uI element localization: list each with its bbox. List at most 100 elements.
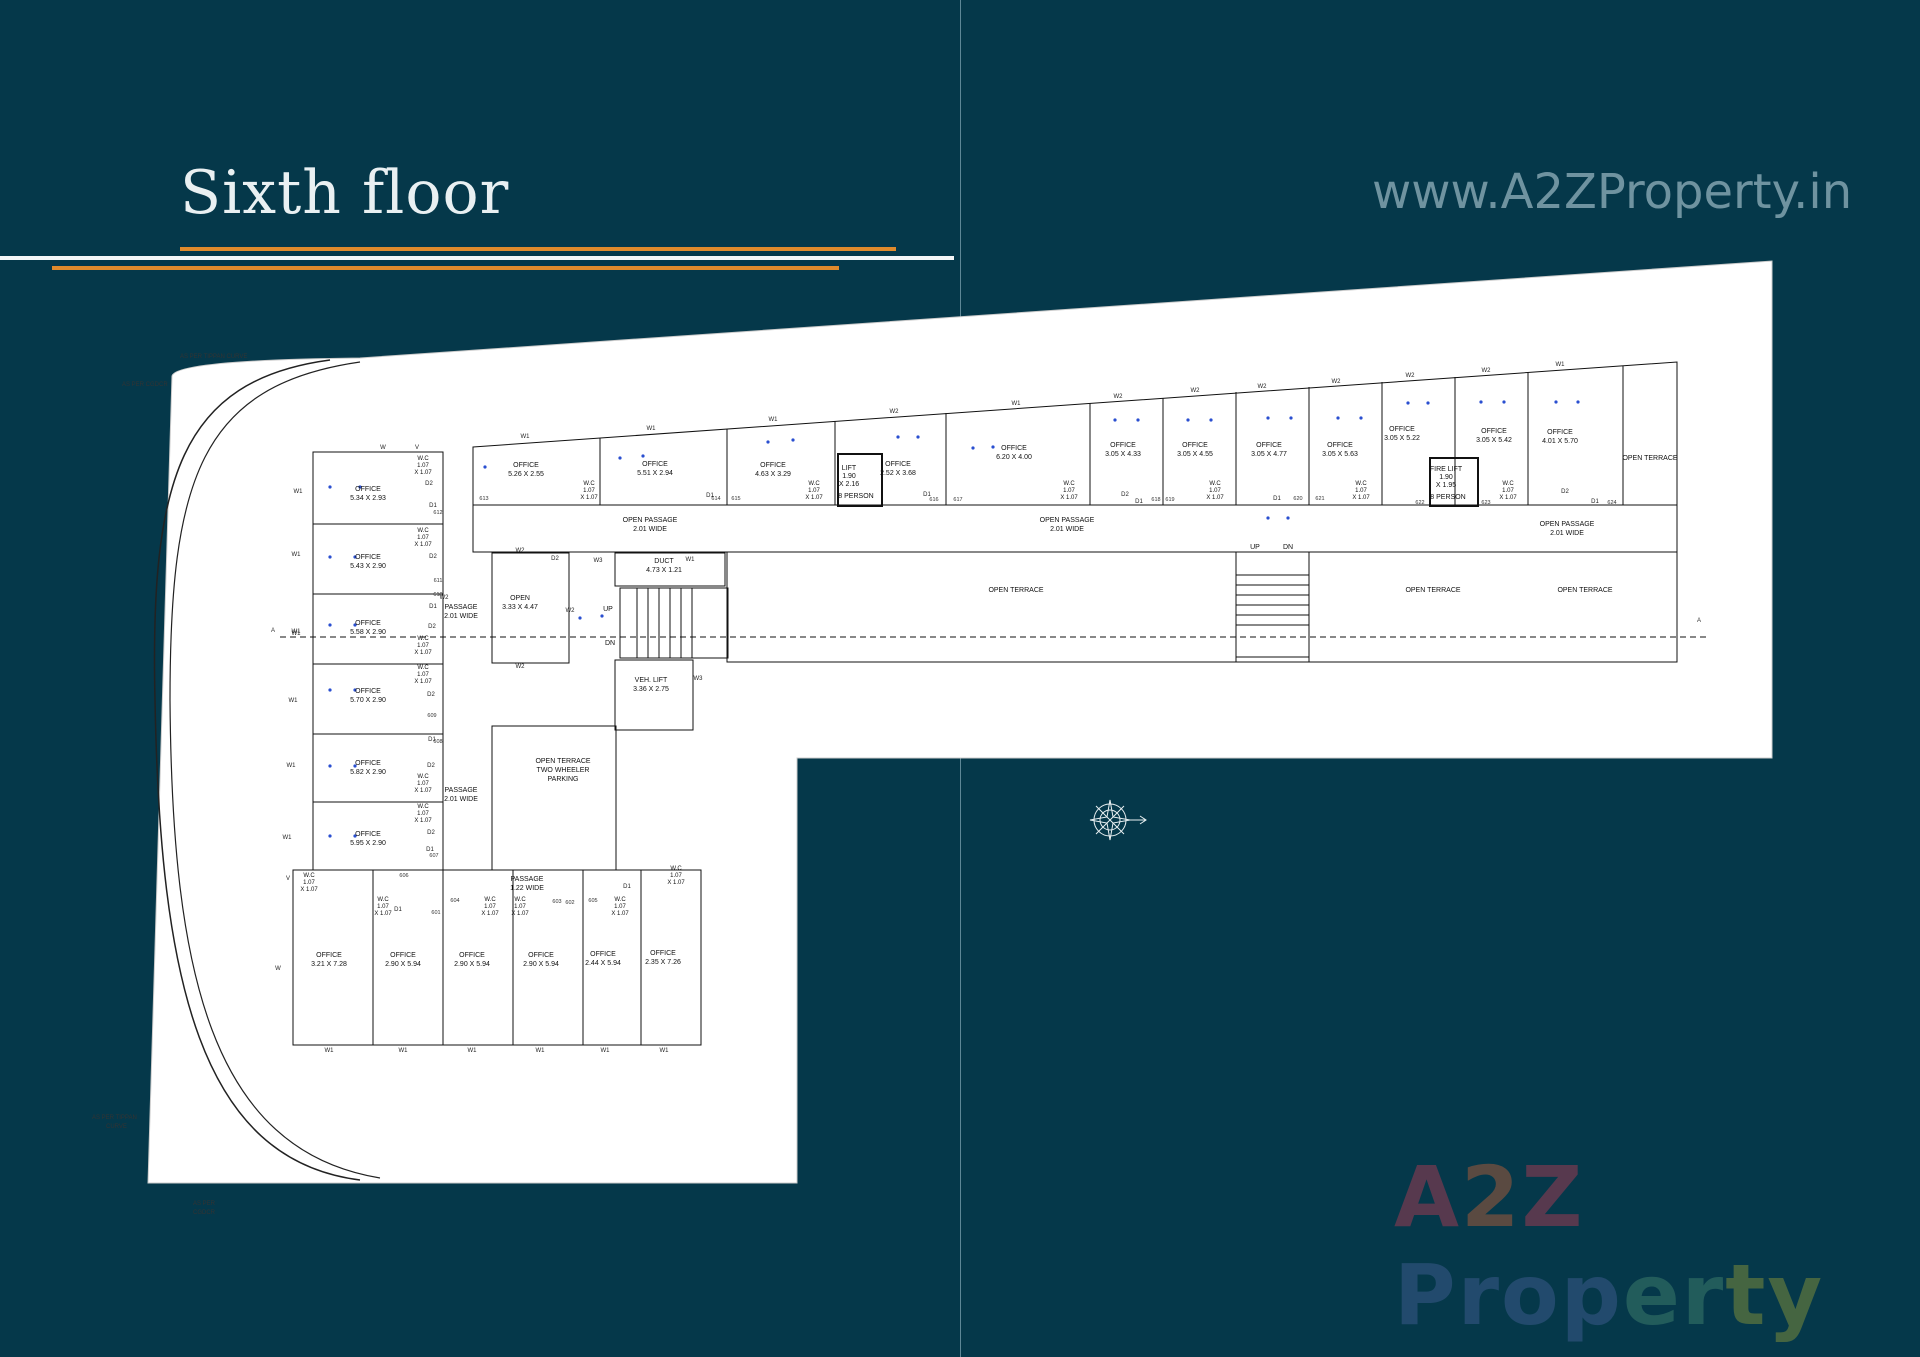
wc-8-label: W.C — [377, 897, 389, 903]
unit-615: 615 — [731, 496, 740, 502]
window-tag-w2-2: W2 — [1114, 394, 1124, 400]
north-office-6-dim: 3.05 X 4.33 — [1105, 451, 1141, 458]
passage-2-dim: 2.01 WIDE — [444, 796, 478, 803]
wc-10-dim-2: X 1.07 — [511, 911, 529, 917]
vehicle-lift-box — [614, 659, 694, 731]
west-office-6-dim: 5.95 X 2.90 — [350, 840, 386, 847]
brand-word-er: er — [1622, 1246, 1726, 1344]
west-office-4-dim: 5.70 X 2.90 — [350, 697, 386, 704]
north-office-12-name: OFFICE — [1547, 429, 1573, 436]
wc-18-label: W.C — [1502, 481, 1514, 487]
title-underline-orange-lower — [52, 266, 839, 270]
wc-9-dim-1: 1.07 — [484, 904, 496, 910]
note-tippan-curve-bottom-2: CURVE — [106, 1124, 127, 1130]
lift-box — [837, 453, 883, 507]
window-tag-w3-1: W3 — [594, 558, 604, 564]
open-terrace-2: OPEN TERRACE — [1405, 587, 1460, 594]
north-office-4-name: OFFICE — [885, 461, 911, 468]
tippan-curve-inner — [169, 361, 381, 1179]
stair-up-label: UP — [603, 606, 613, 613]
door-tag-d2-6: D2 — [427, 830, 435, 836]
wc-13-label: W.C — [583, 481, 595, 487]
open-terrace-4: OPEN TERRACE — [1622, 455, 1677, 462]
unit-624: 624 — [1607, 500, 1616, 506]
window-tag-w1-13: W1 — [521, 434, 531, 440]
note-tippan-curve-top: AS PER TIPPAN CURVE — [180, 354, 247, 360]
window-tag-w3-2: W3 — [694, 676, 704, 682]
tippan-curve-outer — [153, 359, 361, 1181]
wc-10-label: W.C — [514, 897, 526, 903]
wc-17-dim-2: X 1.07 — [1352, 495, 1370, 501]
wc-13-dim-2: X 1.07 — [580, 495, 598, 501]
passage-3-dim: 1.22 WIDE — [510, 885, 544, 892]
passage-1-name: PASSAGE — [445, 604, 478, 611]
south-office-4-dim: 2.90 X 5.94 — [523, 961, 559, 968]
brand-watermark-logo: A2Z Property — [1394, 1148, 1920, 1344]
note-cgdcr-top: AS PER CGDCR — [122, 382, 168, 388]
north-office-5-dim: 6.20 X 4.00 — [996, 454, 1032, 461]
unit-604: 604 — [450, 898, 459, 904]
wc-1-label: W.C — [417, 456, 429, 462]
south-office-6-name: OFFICE — [650, 950, 676, 957]
door-tag-d2-8: D2 — [1121, 492, 1129, 498]
wc-14-dim-2: X 1.07 — [805, 495, 823, 501]
door-tag-d1-6: D1 — [623, 884, 631, 890]
wc-5-dim-2: X 1.07 — [414, 788, 432, 794]
wc-9-label: W.C — [484, 897, 496, 903]
unit-608: 608 — [433, 739, 442, 745]
west-office-2-name: OFFICE — [355, 554, 381, 561]
window-tag-w1-15: W1 — [769, 417, 779, 423]
west-office-3-name: OFFICE — [355, 620, 381, 627]
open-passage-3-name: OPEN PASSAGE — [1540, 521, 1595, 528]
window-tag-w1-19: W1 — [292, 629, 302, 635]
window-tag-w1-6: W1 — [283, 835, 293, 841]
wc-13-dim-1: 1.07 — [583, 488, 595, 494]
wc-5-dim-1: 1.07 — [417, 781, 429, 787]
north-office-9-dim: 3.05 X 5.63 — [1322, 451, 1358, 458]
north-office-1-dim: 5.26 X 2.55 — [508, 471, 544, 478]
window-tag-w2-7: W2 — [1482, 368, 1492, 374]
page-title: Sixth floor — [180, 158, 510, 228]
stair2-down-label: DN — [1283, 544, 1293, 551]
veh-lift-dim: 3.36 X 2.75 — [633, 686, 669, 693]
lift-dim-1: 1.90 — [842, 473, 856, 480]
terrace-parking-line-3: PARKING — [548, 776, 579, 783]
unit-606: 606 — [399, 873, 408, 879]
unit-620: 620 — [1293, 496, 1302, 502]
unit-623: 623 — [1481, 500, 1490, 506]
lift-capacity: 8 PERSON — [838, 493, 873, 500]
door-tag-d1-7: D1 — [706, 493, 714, 499]
unit-619: 619 — [1165, 497, 1174, 503]
unit-616: 616 — [929, 497, 938, 503]
fire-lift-capacity: 8 PERSON — [1430, 494, 1465, 501]
unit-609: 609 — [427, 713, 436, 719]
south-office-2-name: OFFICE — [390, 952, 416, 959]
site-boundary — [147, 260, 1773, 1184]
wc-3-label: W.C — [417, 636, 429, 642]
west-office-4-name: OFFICE — [355, 688, 381, 695]
brand-word-prop: Prop — [1394, 1246, 1623, 1344]
door-tag-d1-3: D1 — [428, 737, 436, 743]
wc-16-dim-2: X 1.07 — [1206, 495, 1224, 501]
window-tag-w2-4: W2 — [1258, 384, 1268, 390]
north-office-2-name: OFFICE — [642, 461, 668, 468]
open-passage-2-name: OPEN PASSAGE — [1040, 517, 1095, 524]
wc-12-label: W.C — [670, 866, 682, 872]
wc-3-dim-2: X 1.07 — [414, 650, 432, 656]
terrace-parking-line-1: OPEN TERRACE — [535, 758, 590, 765]
wc-2-dim-1: 1.07 — [417, 535, 429, 541]
north-office-9-name: OFFICE — [1327, 442, 1353, 449]
south-office-5-dim: 2.44 X 5.94 — [585, 960, 621, 967]
fire-lift-dim-2: X 1.95 — [1436, 482, 1456, 489]
window-tag-w1-4: W1 — [289, 698, 299, 704]
unit-614: 614 — [711, 496, 720, 502]
door-tag-d1-9: D1 — [1135, 499, 1143, 505]
window-tag-w2-9: W2 — [516, 664, 526, 670]
window-tag-w1-12: W1 — [660, 1048, 670, 1054]
wc-10-dim-1: 1.07 — [514, 904, 526, 910]
open-terrace-3: OPEN TERRACE — [1557, 587, 1612, 594]
north-office-11-name: OFFICE — [1481, 428, 1507, 435]
south-office-3-name: OFFICE — [459, 952, 485, 959]
wc-16-label: W.C — [1209, 481, 1221, 487]
section-mark-left: A — [271, 628, 275, 634]
